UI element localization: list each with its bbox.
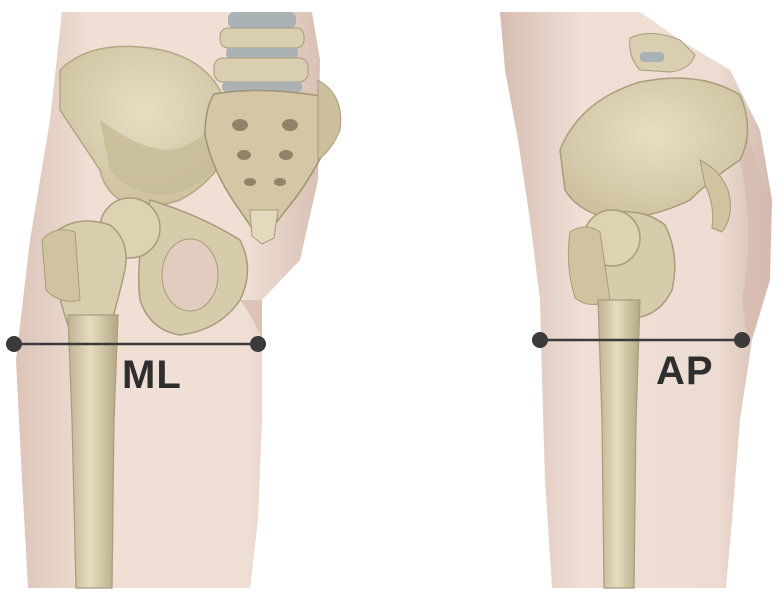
ml-measurement: ML (6, 336, 266, 397)
ml-endpoint-right (250, 336, 266, 352)
side-view-figure (500, 12, 772, 589)
ml-label: ML (122, 353, 182, 397)
side-spine-disc (640, 52, 664, 62)
side-buttock-shadow (740, 120, 770, 345)
front-sacral-foramina (232, 119, 298, 186)
front-right-ilium (317, 79, 342, 161)
ap-endpoint-right (734, 332, 750, 348)
front-femur-shaft (67, 314, 119, 589)
side-sacrum-tail (699, 159, 731, 233)
front-lumbar-spine (213, 12, 309, 92)
side-trochanter (567, 226, 611, 305)
ap-endpoint-left (532, 332, 548, 348)
ap-measurement: AP (532, 332, 750, 393)
ml-endpoint-left (6, 336, 22, 352)
side-lumbar-spine (629, 33, 696, 73)
front-greater-trochanter (41, 229, 81, 302)
front-view-figure (16, 12, 342, 589)
ap-label: AP (656, 349, 714, 393)
front-coccyx (249, 209, 279, 245)
side-femur-shaft (597, 299, 641, 589)
front-iliac-shadow (100, 120, 222, 195)
front-obturator-foramen (161, 238, 219, 312)
front-groin-shadow (240, 300, 262, 340)
